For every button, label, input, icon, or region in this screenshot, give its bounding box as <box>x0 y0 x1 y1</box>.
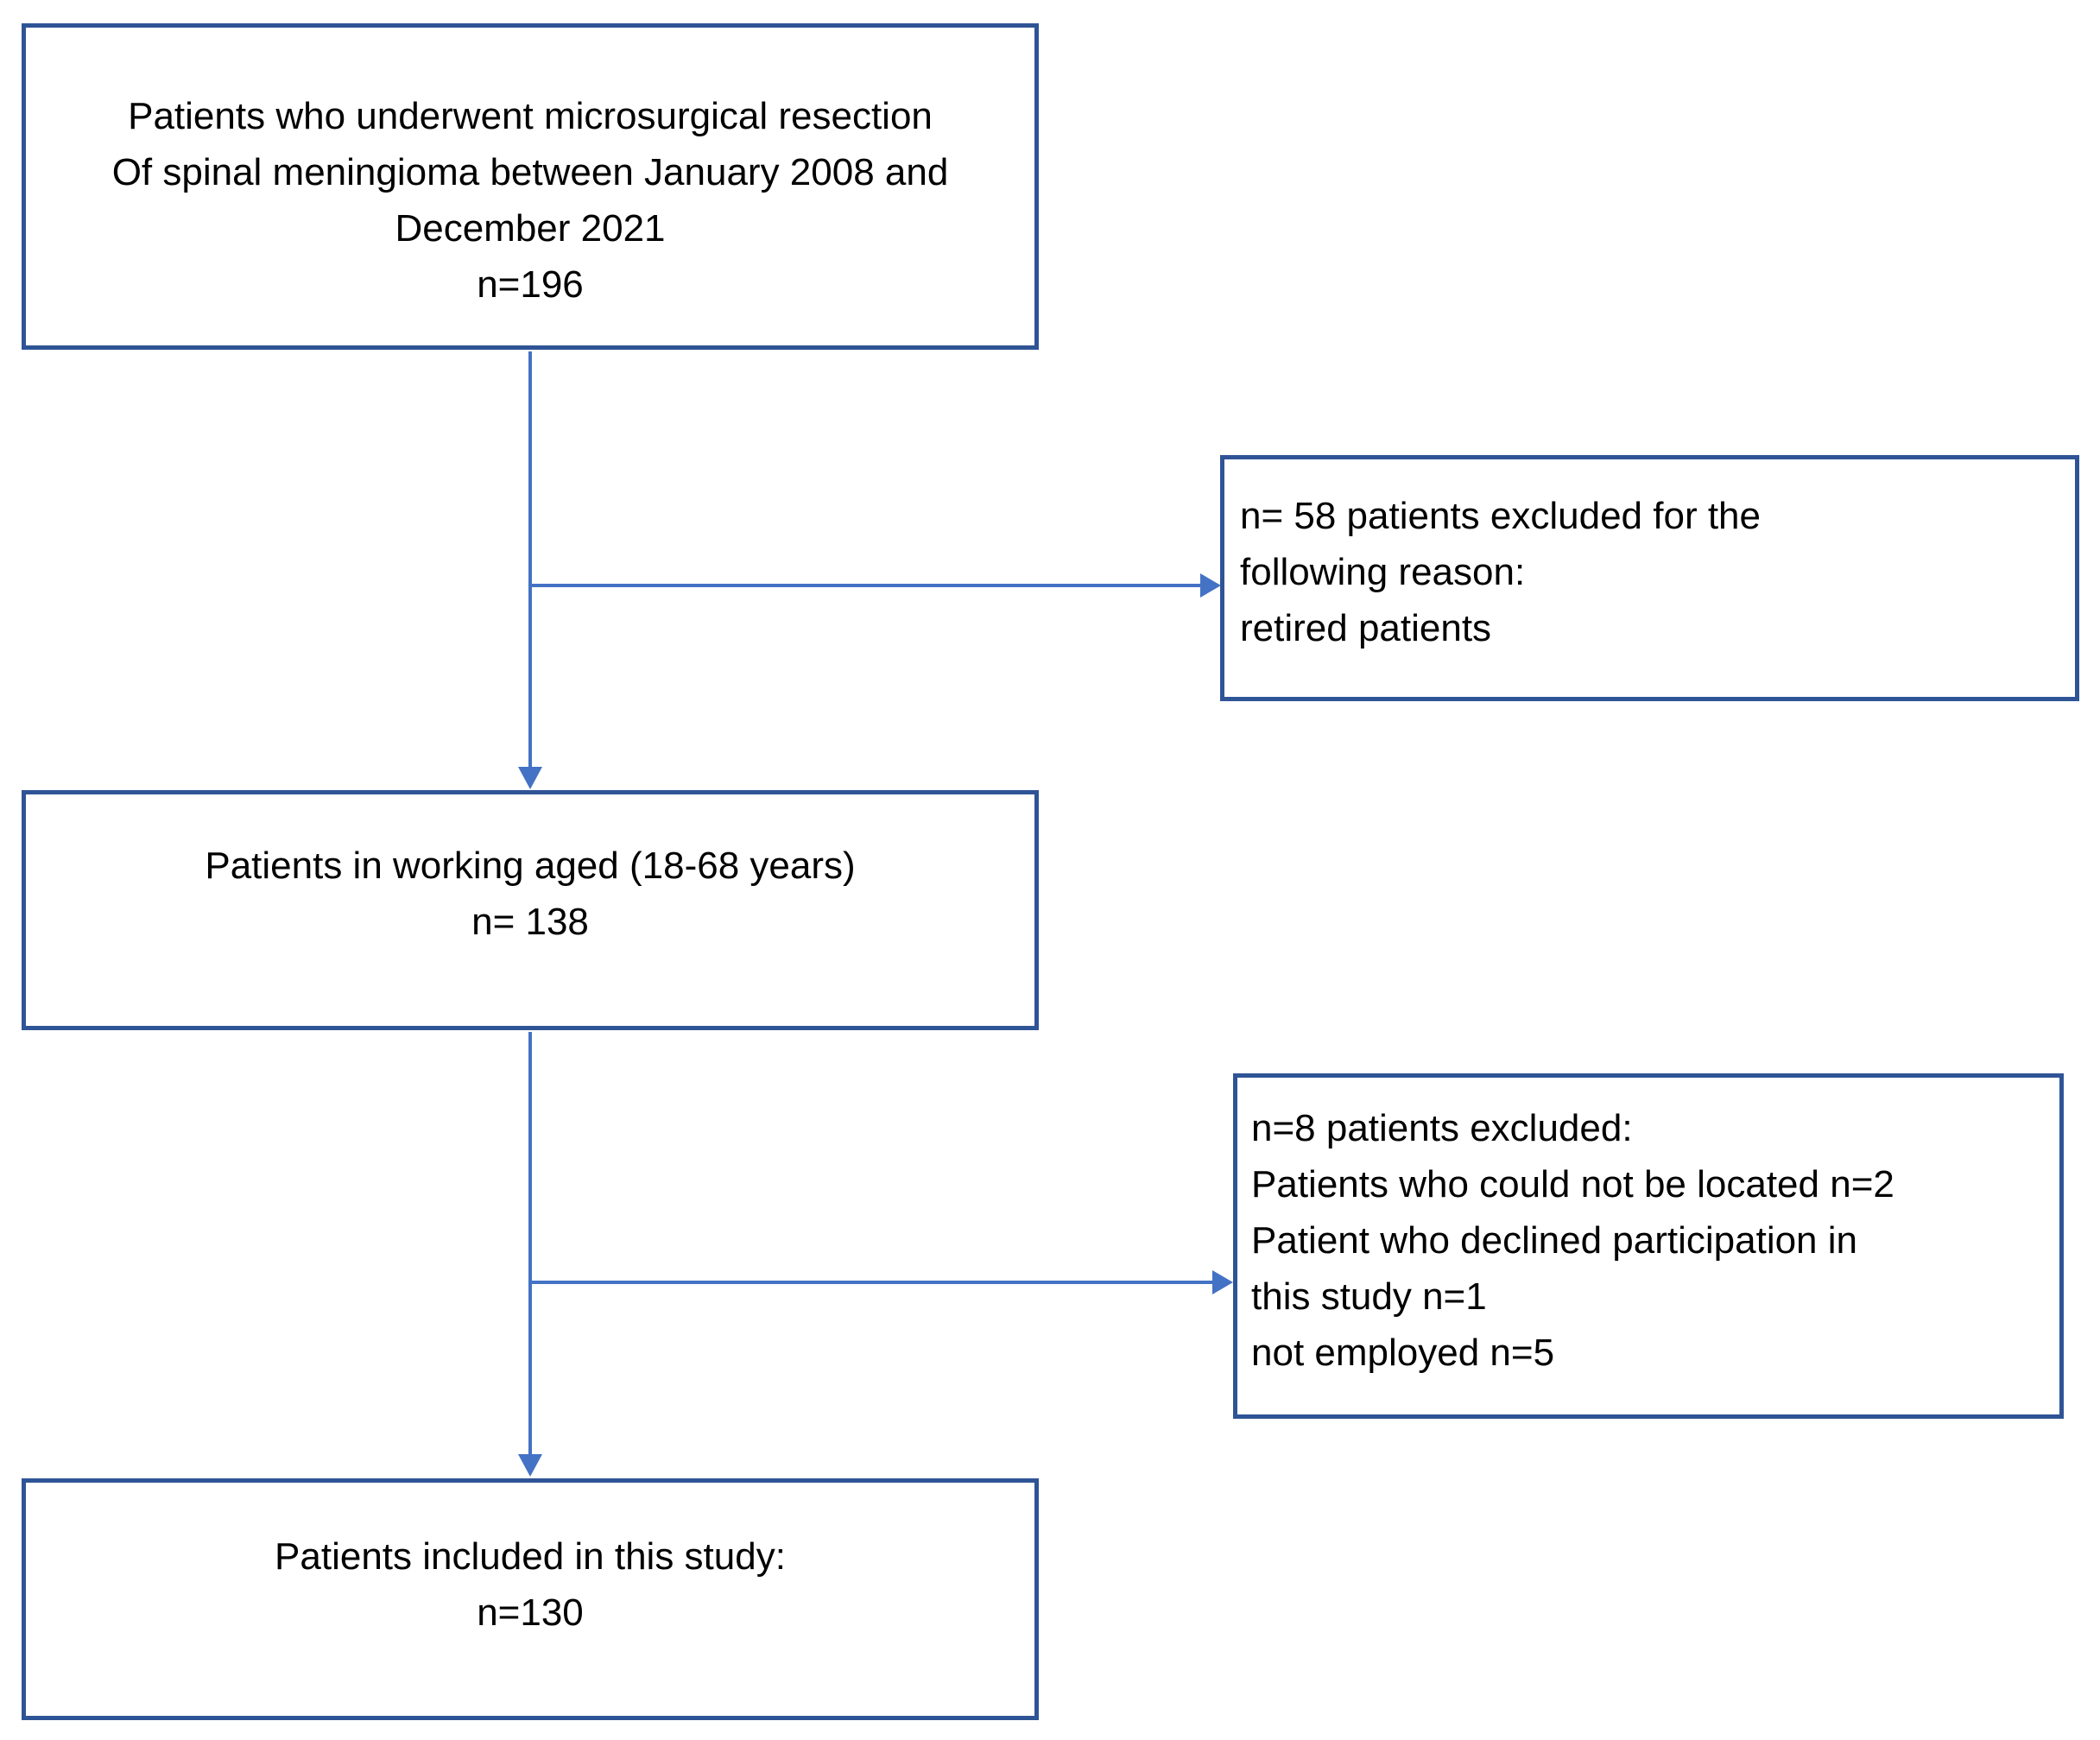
node-text-line: Patients included in this study: <box>275 1535 786 1578</box>
node-text-line: December 2021 <box>395 207 666 250</box>
node-text-line: n=8 patients excluded: <box>1251 1107 1633 1149</box>
node-text-line: retired patients <box>1240 607 1492 649</box>
node-text-line: n= 58 patients excluded for the <box>1240 495 1761 537</box>
node-text-line: Patient who declined participation in <box>1251 1219 1858 1262</box>
node-text-line: following reason: <box>1240 551 1526 593</box>
flow-node-included: Patients included in this study: n=130 <box>22 1478 1039 1720</box>
arrow-down-icon <box>518 1454 542 1477</box>
node-count-line: n=130 <box>477 1591 584 1634</box>
node-text-line: this study n=1 <box>1251 1275 1487 1318</box>
arrow-down-icon <box>518 767 542 789</box>
node-text-line: not employed n=5 <box>1251 1332 1555 1374</box>
flow-node-total-cohort: Patients who underwent microsurgical res… <box>22 23 1039 350</box>
flow-node-working-age: Patients in working aged (18-68 years) n… <box>22 790 1039 1030</box>
node-count-line: n= 138 <box>471 901 589 943</box>
node-count-line: n=196 <box>477 263 584 306</box>
node-text-line: Patients who underwent microsurgical res… <box>128 95 933 137</box>
arrow-right-icon <box>1212 1270 1233 1294</box>
node-text-line: Patients who could not be located n=2 <box>1251 1163 1894 1205</box>
flow-node-excluded-retired: n= 58 patients excluded for the followin… <box>1220 455 2079 701</box>
node-text-line: Patients in working aged (18-68 years) <box>205 845 856 887</box>
arrow-right-icon <box>1200 573 1221 598</box>
flow-node-excluded-other: n=8 patients excluded: Patients who coul… <box>1233 1073 2064 1419</box>
node-text-line: Of spinal meningioma between January 200… <box>111 151 949 193</box>
